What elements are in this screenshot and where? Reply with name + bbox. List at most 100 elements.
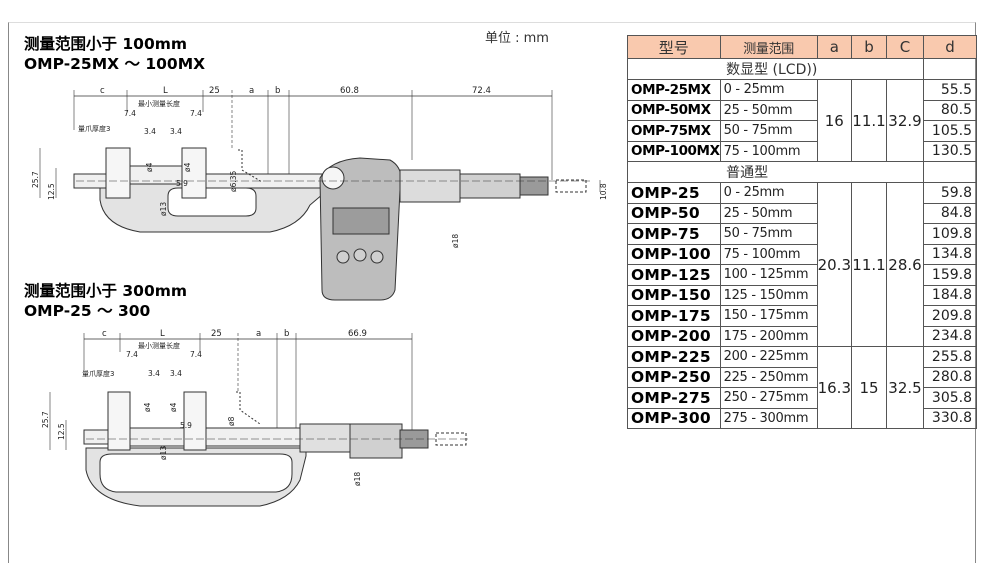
svg-text:c: c <box>102 329 107 339</box>
svg-text:最小测量长度: 最小测量长度 <box>138 99 180 108</box>
d-cell: 234.8 <box>923 325 977 347</box>
svg-text:7.4: 7.4 <box>124 109 136 118</box>
svg-text:72.4: 72.4 <box>472 86 491 96</box>
range-cell: 175 - 200mm <box>719 325 818 347</box>
range-cell: 125 - 150mm <box>719 284 818 306</box>
c-cell: 32.9 <box>886 79 924 162</box>
d-cell: 305.8 <box>923 387 977 409</box>
svg-text:ø8: ø8 <box>227 416 236 426</box>
table-row: OMP-200 175 - 200mm 234.8 <box>627 325 977 347</box>
svg-text:ø4: ø4 <box>145 162 154 172</box>
table-row: OMP-250 225 - 250mm 280.8 <box>627 366 977 388</box>
svg-text:ø4: ø4 <box>169 402 178 412</box>
table-row: OMP-50 25 - 50mm 84.8 <box>627 202 977 224</box>
svg-text:25.7: 25.7 <box>41 411 50 428</box>
model-cell: OMP-200 <box>627 325 721 347</box>
svg-text:25.7: 25.7 <box>31 171 40 188</box>
d-cell: 55.5 <box>923 79 977 101</box>
svg-text:c: c <box>100 86 105 96</box>
d-cell: 130.5 <box>923 140 977 162</box>
svg-text:10.8: 10.8 <box>599 183 608 200</box>
svg-text:66.9: 66.9 <box>348 329 367 339</box>
table-row: OMP-275 250 - 275mm 305.8 <box>627 387 977 409</box>
svg-text:3.4: 3.4 <box>148 369 160 378</box>
range-cell: 25 - 50mm <box>719 202 818 224</box>
svg-text:b: b <box>284 329 289 339</box>
svg-text:7.4: 7.4 <box>126 350 138 359</box>
group-row-lcd: 数显型 (LCD)) <box>627 58 977 80</box>
d-cell: 159.8 <box>923 264 977 286</box>
svg-text:L: L <box>160 329 165 339</box>
svg-text:ø4: ø4 <box>183 162 192 172</box>
section2-subtitle: OMP-25 ～ 300 <box>24 302 151 320</box>
model-cell: OMP-50MX <box>627 99 721 121</box>
header-a: a <box>816 35 853 59</box>
svg-text:25: 25 <box>209 86 220 96</box>
drawing-standard-micrometer <box>49 333 468 507</box>
range-cell: 100 - 125mm <box>719 264 818 286</box>
d-cell: 209.8 <box>923 305 977 327</box>
model-cell: OMP-75MX <box>627 120 721 142</box>
section1-subtitle: OMP-25MX ～ 100MX <box>24 55 206 73</box>
a-cell: 16.3 <box>816 346 853 429</box>
group-label-lcd: 数显型 (LCD)) <box>720 58 925 80</box>
d-cell: 184.8 <box>923 284 977 306</box>
drawing-digital-micrometer <box>39 90 601 301</box>
svg-text:ø13: ø13 <box>159 446 168 460</box>
table-row: OMP-175 150 - 175mm 209.8 <box>627 305 977 327</box>
range-cell: 0 - 25mm <box>719 79 818 101</box>
section2-title: 测量范围小于 300mm <box>24 282 188 300</box>
model-cell: OMP-25MX <box>627 79 721 101</box>
svg-text:ø18: ø18 <box>353 472 362 486</box>
range-cell: 50 - 75mm <box>719 223 818 245</box>
header-range: 测量范围 <box>719 35 818 59</box>
d-cell: 280.8 <box>923 366 977 388</box>
model-cell: OMP-225 <box>627 346 721 368</box>
svg-text:12.5: 12.5 <box>47 183 56 200</box>
range-cell: 200 - 225mm <box>719 346 818 368</box>
b-cell: 11.1 <box>851 79 887 162</box>
svg-text:3.4: 3.4 <box>170 127 182 136</box>
d-cell: 80.5 <box>923 99 977 121</box>
range-cell: 0 - 25mm <box>719 182 818 204</box>
table-row: OMP-25 0 - 25mm 20.3 11.1 28.6 59.8 <box>627 182 977 347</box>
range-cell: 250 - 275mm <box>719 387 818 409</box>
svg-text:25: 25 <box>211 329 222 339</box>
d-cell: 84.8 <box>923 202 977 224</box>
d-cell: 59.8 <box>923 182 977 204</box>
table-row: OMP-100 75 - 100mm 134.8 <box>627 243 977 265</box>
model-cell: OMP-250 <box>627 366 721 388</box>
svg-text:a: a <box>249 86 254 96</box>
header-c: C <box>886 35 924 59</box>
model-cell: OMP-150 <box>627 284 721 306</box>
table-row: OMP-225 200 - 225mm 16.3 15 32.5 255.8 <box>627 346 977 429</box>
range-cell: 25 - 50mm <box>719 99 818 121</box>
b-cell: 11.1 <box>851 182 887 347</box>
svg-text:量爪厚度3: 量爪厚度3 <box>78 124 110 133</box>
header-d: d <box>923 35 977 59</box>
micrometer-drawings: c L 25 a b 60.8 72.4 最小测量长度 7.4 7.4 量爪厚度… <box>31 86 608 507</box>
a-cell: 16 <box>816 79 853 162</box>
table-row: OMP-300 275 - 300mm 330.8 <box>627 407 977 429</box>
svg-text:5.9: 5.9 <box>180 421 192 430</box>
d-cell: 330.8 <box>923 407 977 429</box>
svg-text:ø13: ø13 <box>159 202 168 216</box>
svg-text:3.4: 3.4 <box>170 369 182 378</box>
a-cell: 20.3 <box>816 182 853 347</box>
svg-text:7.4: 7.4 <box>190 350 202 359</box>
header-b: b <box>851 35 887 59</box>
svg-text:60.8: 60.8 <box>340 86 359 96</box>
drawing2-dim-labels: c L 25 a b 66.9 最小测量长度 7.4 7.4 量爪厚度3 3.4… <box>41 329 367 486</box>
svg-text:ø6.35: ø6.35 <box>229 170 238 192</box>
c-cell: 32.5 <box>886 346 924 429</box>
table-row: OMP-150 125 - 150mm 184.8 <box>627 284 977 306</box>
model-cell: OMP-175 <box>627 305 721 327</box>
d-cell: 109.8 <box>923 223 977 245</box>
range-cell: 275 - 300mm <box>719 407 818 429</box>
d-cell: 134.8 <box>923 243 977 265</box>
table-header-row: 型号 测量范围 a b C d <box>627 35 977 59</box>
group-label-standard: 普通型 <box>720 161 925 183</box>
table-row: OMP-75 50 - 75mm 109.8 <box>627 223 977 245</box>
svg-text:最小测量长度: 最小测量长度 <box>138 341 180 350</box>
svg-text:7.4: 7.4 <box>190 109 202 118</box>
